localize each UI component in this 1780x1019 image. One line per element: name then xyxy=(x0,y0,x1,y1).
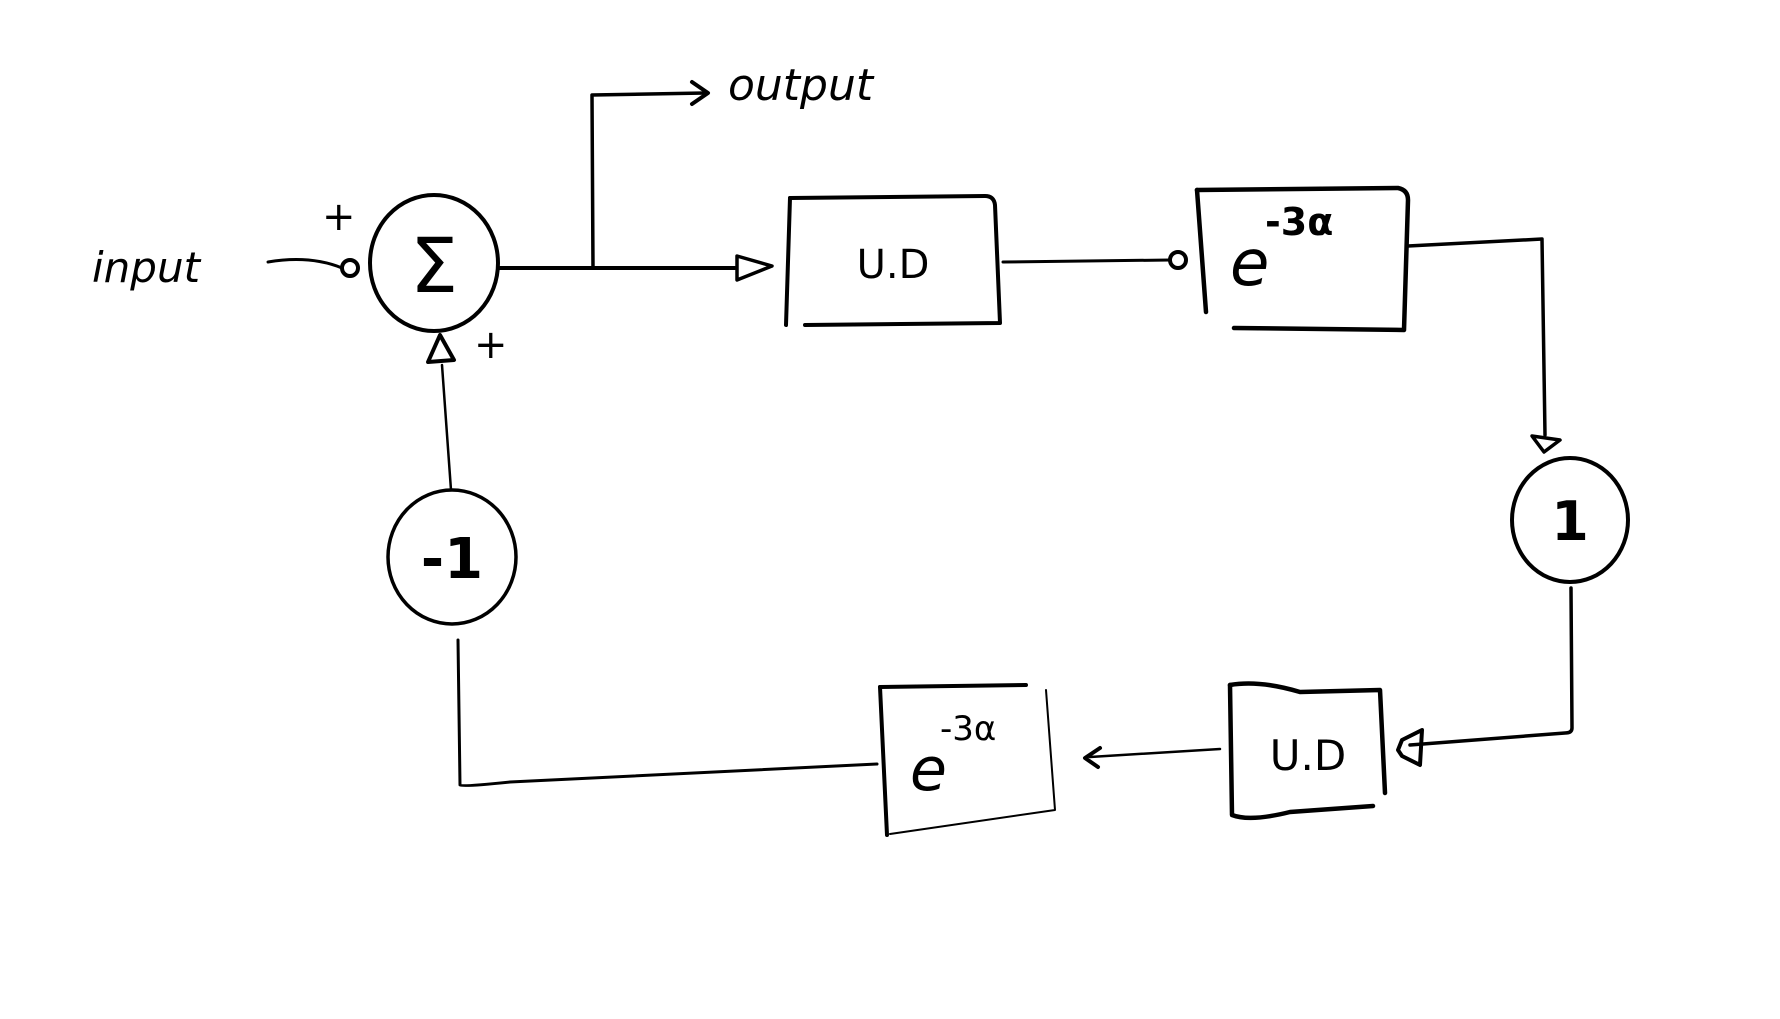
input-label: input xyxy=(92,243,202,292)
ud-top-block[interactable]: U.D xyxy=(784,194,1002,327)
feedback-return-line xyxy=(456,638,879,788)
summing-junction[interactable]: Σ xyxy=(368,193,500,333)
ud-bottom-arrowhead-icon xyxy=(1396,728,1424,767)
gain-1-block[interactable]: 1 xyxy=(1510,456,1630,584)
ud-top-block-frame xyxy=(788,194,1002,327)
exp-bottom-block[interactable]: e -3α xyxy=(878,683,1056,837)
sigma-symbol: Σ xyxy=(410,221,458,310)
exp-bottom-arrowhead-icon xyxy=(1083,746,1102,769)
exp-top-exponent: -3α xyxy=(1265,200,1333,244)
sum-feedback-arrowhead-icon xyxy=(426,333,456,364)
sum-sign-top: + xyxy=(322,194,356,240)
exp-bottom-base: e xyxy=(910,735,947,805)
ud-to-exp-bottom-line xyxy=(1088,747,1222,759)
ud-bottom-block-frame-top xyxy=(1227,681,1388,796)
exp-top-block[interactable]: e -3α xyxy=(1194,185,1411,333)
gain-to-ud-bottom-line xyxy=(1408,586,1574,747)
input-arrowhead-icon xyxy=(340,258,360,278)
exp-bottom-block-left-edge xyxy=(878,685,889,837)
exp-top-block-frame xyxy=(1194,185,1411,333)
ud-bottom-block-frame-bottom xyxy=(1227,682,1376,821)
exp-bottom-block-top-edge xyxy=(878,683,1028,689)
ud-top-label: U.D xyxy=(857,242,930,288)
sum-sign-bottom: + xyxy=(474,322,508,368)
ud-to-exp-line xyxy=(1001,258,1172,264)
gain-1-label: 1 xyxy=(1551,490,1589,553)
exp-to-gain-line xyxy=(1406,237,1547,437)
exp-bottom-block-frame xyxy=(889,689,1056,835)
output-arrowhead-icon xyxy=(690,80,710,106)
ud-top-block-left-edge xyxy=(784,196,792,327)
exp-top-arrowhead-icon xyxy=(1168,250,1188,270)
input-signal-line xyxy=(266,258,344,270)
output-label: output xyxy=(728,60,875,111)
gain-neg1-block[interactable]: -1 xyxy=(386,488,518,626)
summing-junction-circle xyxy=(368,193,500,333)
feedback-to-sum-line xyxy=(440,363,453,492)
exp-top-block-left-edge xyxy=(1194,187,1209,315)
gain-1-arrowhead-icon xyxy=(1530,434,1562,454)
gain-neg1-label: -1 xyxy=(421,527,483,592)
gain-1-circle xyxy=(1510,456,1630,584)
ud-top-arrowhead-icon xyxy=(735,254,774,282)
exp-bottom-exponent: -3α xyxy=(940,709,996,749)
ud-bottom-block[interactable]: U.D xyxy=(1227,681,1388,821)
exp-top-base: e xyxy=(1230,227,1269,301)
ud-bottom-label: U.D xyxy=(1270,731,1346,780)
output-branch-line xyxy=(590,91,707,270)
